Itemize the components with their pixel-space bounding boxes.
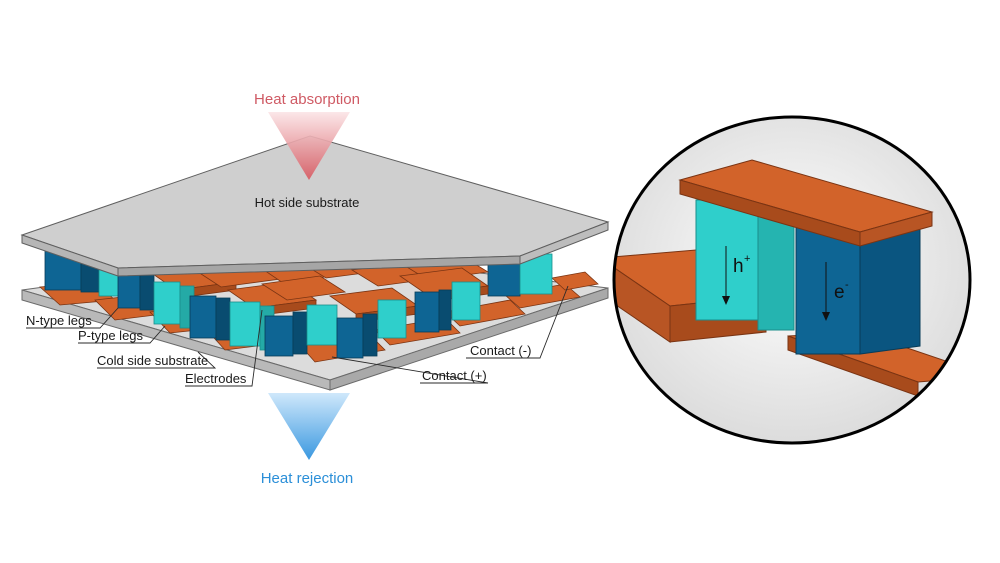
electron-symbol: e (834, 282, 845, 303)
hot-side-substrate-label: Hot side substrate (255, 195, 360, 210)
inset-magnified-view (612, 115, 972, 445)
heat-absorption-arrow (268, 112, 350, 180)
leader-lines (26, 285, 569, 387)
thermoelectric-module (20, 112, 610, 460)
heat-absorption-label: Heat absorption (254, 91, 360, 108)
front-legs (117, 267, 481, 359)
n-type-leg-inset (795, 213, 921, 355)
hot-side-substrate (20, 135, 610, 277)
heat-rejection-label: Heat rejection (261, 470, 354, 487)
contact-minus-label: Contact (-) (470, 343, 531, 358)
hole-arrow (722, 246, 730, 305)
electron-charge: - (845, 279, 849, 291)
contact-plus-label: Contact (+) (422, 368, 487, 383)
hole-symbol: h (733, 256, 744, 277)
electron-arrow (822, 262, 830, 321)
electrodes-label: Electrodes (185, 371, 247, 386)
heat-rejection-arrow (268, 393, 350, 460)
top-electrode-inset (678, 159, 934, 247)
cold-side-substrate-label: Cold side substrate (97, 353, 208, 368)
hole-charge: + (744, 253, 750, 265)
p-type-legs-label: P-type legs (78, 328, 144, 343)
n-type-legs-label: N-type legs (26, 313, 92, 328)
p-type-leg-inset (695, 199, 795, 331)
